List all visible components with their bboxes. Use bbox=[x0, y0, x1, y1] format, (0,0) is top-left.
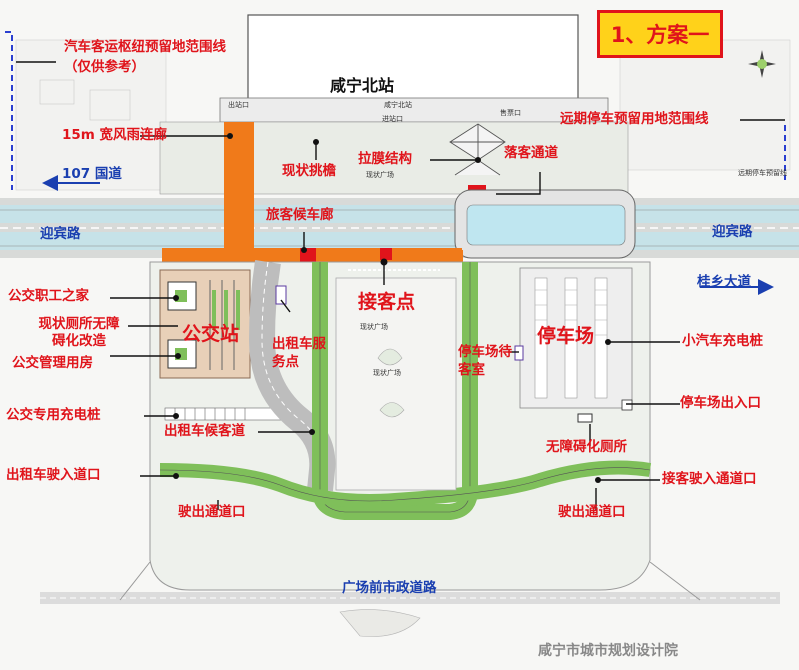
plaza-existing-label: 现状广场 bbox=[366, 171, 394, 179]
parking-exit-label: 停车场出入口 bbox=[680, 395, 761, 411]
central-plaza bbox=[335, 277, 457, 491]
pickup-entry-label: 接客驶入通道口 bbox=[662, 471, 757, 487]
parking-lot-label: 停车场 bbox=[537, 325, 595, 347]
guixiang-road-label: 桂乡大道 bbox=[697, 274, 751, 290]
plaza-center-label: 现状广场 bbox=[373, 369, 401, 377]
bus-staff-home-label: 公交职工之家 bbox=[8, 288, 89, 304]
scheme-title: 1、方案一 bbox=[597, 10, 723, 58]
taxi-queue-label: 出租车候客道 bbox=[164, 423, 245, 439]
leader-dots bbox=[173, 133, 611, 483]
parking-wait-label: 停车场待客室 bbox=[458, 344, 512, 378]
membrane-label: 拉膜结构 bbox=[358, 151, 412, 167]
passenger-corridor-label: 旅客候车廊 bbox=[266, 207, 334, 223]
membrane-structure bbox=[449, 123, 506, 176]
taxi-service-label: 出租车服务点 bbox=[272, 336, 326, 370]
exit-gate-label: 出站口 bbox=[228, 101, 249, 109]
entry-gate-label: 进站口 bbox=[382, 115, 403, 123]
toilet-renovate-label: 现状厕所无障碍化改造 bbox=[38, 316, 120, 349]
leader-lines bbox=[16, 61, 785, 510]
ev-charge-label: 小汽车充电桩 bbox=[682, 333, 763, 349]
corridor-label: 15m 宽风雨连廊 bbox=[62, 127, 168, 143]
canopy-label: 现状挑檐 bbox=[282, 163, 336, 179]
dropoff-label: 落客通道 bbox=[504, 145, 558, 161]
station-small-label: 咸宁北站 bbox=[384, 101, 412, 109]
bus-mgmt-label: 公交管理用房 bbox=[12, 355, 93, 371]
yingbin-road-label-right: 迎宾路 bbox=[712, 224, 753, 240]
accessible-toilet-label: 无障碍化厕所 bbox=[546, 439, 627, 455]
exit-left-label: 驶出通道口 bbox=[178, 504, 246, 520]
institute-watermark: 咸宁市城市规划设计院 bbox=[538, 643, 678, 659]
future-parking-label: 远期停车预留用地范围线 bbox=[560, 111, 709, 127]
exit-right-label: 驶出通道口 bbox=[558, 504, 626, 520]
plaza-lower-label: 现状广场 bbox=[360, 323, 388, 331]
bus-charge-label: 公交专用充电桩 bbox=[6, 407, 101, 423]
bus-hub-reserve-line bbox=[5, 31, 13, 190]
ticket-label: 售票口 bbox=[500, 109, 521, 117]
plaza-front-road-label: 广场前市政道路 bbox=[342, 580, 437, 596]
bus-hub-reserve-label: 汽车客运枢纽预留地范围线（仅供参考） bbox=[64, 39, 226, 75]
north-arrow-icon bbox=[748, 50, 776, 78]
station-name: 咸宁北站 bbox=[330, 76, 395, 95]
future-line-label: 远期停车预留线 bbox=[738, 169, 787, 177]
orange-corridor-vertical bbox=[224, 122, 254, 262]
guodao-road-label: 107 国道 bbox=[62, 166, 122, 182]
taxi-entry-label: 出租车驶入道口 bbox=[6, 467, 101, 483]
yingbin-road-label-left: 迎宾路 bbox=[40, 226, 81, 242]
pickup-point-label: 接客点 bbox=[358, 291, 416, 313]
bus-station-label: 公交站 bbox=[182, 323, 240, 345]
